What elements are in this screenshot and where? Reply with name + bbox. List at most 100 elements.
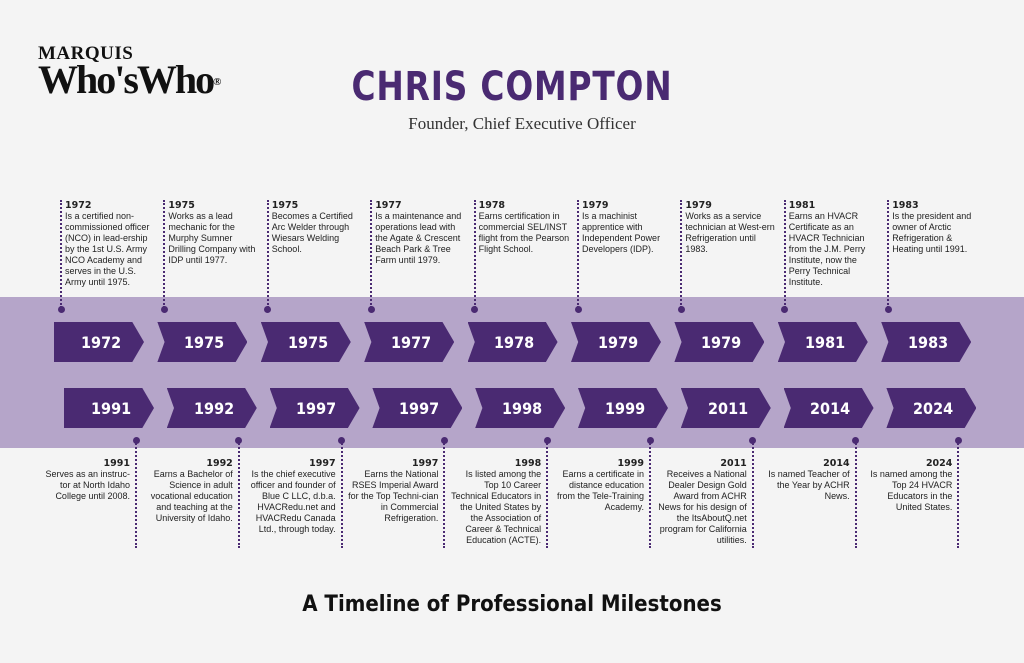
- logo-line1: MARQUIS: [38, 43, 134, 64]
- chevron-year-label: 1992: [193, 398, 234, 418]
- chevron-year-label: 2011: [707, 398, 748, 418]
- chevron-year-label: 1975: [184, 332, 225, 352]
- top-connector-dot: [367, 306, 375, 313]
- milestone-text: Works as a service technician at West-er…: [685, 211, 775, 254]
- bottom-connector-line: [957, 440, 960, 548]
- person-name: CHRIS COMPTON: [351, 64, 673, 110]
- milestone-year: 2014: [823, 458, 850, 469]
- milestone-text: Is the president and owner of Arctic Ref…: [892, 211, 972, 254]
- milestone-text: Receives a National Dealer Design Gold A…: [658, 469, 747, 545]
- milestone-year: 1997: [309, 458, 336, 469]
- top-connector-dot: [574, 306, 582, 313]
- milestone-text: Works as a lead mechanic for the Murphy …: [168, 211, 256, 265]
- bottom-connector-line: [649, 440, 651, 548]
- bottom-year-chevron: 2024: [886, 388, 977, 428]
- top-year-chevron: 1979: [571, 322, 661, 362]
- bottom-connector-line: [135, 440, 137, 548]
- milestone-year: 2011: [720, 458, 747, 469]
- top-connector-line: [577, 200, 579, 308]
- milestone-text: Earns a Bachelor of Science in adult voc…: [150, 469, 233, 523]
- chevron-year-label: 1979: [701, 332, 742, 352]
- top-connector-line: [887, 200, 890, 308]
- milestone-year: 1983: [892, 200, 919, 211]
- top-year-chevron: 1972: [54, 322, 144, 362]
- top-connector-dot: [781, 306, 789, 313]
- chevron-year-label: 1983: [907, 332, 949, 352]
- milestone-text: Is a machinist apprentice with Independe…: [582, 211, 661, 254]
- top-connector-line: [163, 200, 166, 308]
- milestone-text: Is listed among the Top 10 Career Techni…: [451, 469, 542, 545]
- milestone-year: 2024: [925, 458, 953, 469]
- chevron-year-label: 1981: [804, 332, 845, 352]
- milestone-year: 1977: [375, 200, 402, 211]
- chevron-year-label: 1977: [390, 332, 432, 352]
- milestone-year: 1975: [168, 200, 195, 211]
- top-year-chevron: 1983: [881, 322, 972, 362]
- top-year-chevron: 1975: [157, 322, 248, 362]
- milestone-text: Earns a certificate in distance educatio…: [556, 469, 644, 512]
- milestone-year: 1972: [65, 200, 92, 211]
- top-connector-dot: [264, 306, 272, 313]
- bottom-year-chevron: 1998: [475, 388, 566, 428]
- top-connector-dot: [471, 306, 479, 313]
- milestone-text: Earns the National RSES Imperial Award f…: [348, 469, 439, 523]
- bottom-year-chevron: 1999: [578, 388, 668, 428]
- footer-title: A Timeline of Professional Milestones: [302, 592, 722, 617]
- bottom-year-chevron: 2011: [680, 388, 771, 428]
- top-connector-line: [60, 200, 62, 308]
- top-year-chevron: 1979: [674, 322, 765, 362]
- milestone-year: 1999: [617, 458, 644, 469]
- milestone-text: Serves as an instruc-tor at North Idaho …: [45, 469, 130, 501]
- milestone-text: Is named Teacher of the Year by ACHR New…: [768, 469, 850, 501]
- chevron-year-label: 1991: [90, 398, 131, 418]
- registered-mark: ®: [213, 76, 222, 88]
- chevron-year-label: 1975: [287, 332, 328, 352]
- bottom-connector-line: [443, 440, 446, 548]
- top-connector-dot: [884, 306, 892, 313]
- top-connector-dot: [160, 306, 168, 313]
- chevron-year-label: 2014: [810, 398, 851, 418]
- bottom-year-chevron: 1997: [372, 388, 463, 428]
- bottom-year-chevron: 2014: [783, 388, 874, 428]
- milestone-year: 1991: [103, 458, 130, 469]
- milestone-text: Is a maintenance and operations lead wit…: [375, 211, 462, 265]
- top-connector-dot: [57, 306, 65, 313]
- bottom-year-chevron: 1997: [269, 388, 360, 428]
- milestone-text: Is named among the Top 24 HVACR Educator…: [870, 469, 953, 512]
- person-title: Founder, Chief Executive Officer: [408, 114, 636, 133]
- bottom-connector-line: [340, 440, 343, 548]
- milestone-year: 1979: [582, 200, 609, 211]
- top-year-chevron: 1975: [260, 322, 351, 362]
- top-year-chevron: 1977: [364, 322, 455, 362]
- chevron-year-label: 2024: [913, 398, 954, 418]
- milestone-text: Becomes a Certified Arc Welder through W…: [271, 211, 353, 254]
- marquis-whos-who-logo: MARQUIS Who'sWho®: [38, 43, 221, 100]
- chevron-year-label: 1972: [80, 332, 121, 352]
- top-connector-line: [680, 200, 683, 308]
- top-connector-dot: [677, 306, 685, 313]
- milestone-year: 1981: [788, 200, 816, 211]
- top-milestone-card: 1975 Works as a lead mechanic for the Mu…: [168, 200, 260, 266]
- chevron-year-label: 1999: [604, 398, 645, 418]
- milestone-year: 1975: [271, 200, 299, 211]
- chevron-year-label: 1979: [597, 332, 638, 352]
- top-year-chevron: 1981: [777, 322, 868, 362]
- bottom-connector-line: [546, 440, 549, 548]
- chevron-year-label: 1978: [494, 332, 535, 352]
- bottom-connector-line: [854, 440, 857, 548]
- milestone-year: 1992: [206, 458, 233, 469]
- milestone-year: 1998: [514, 458, 542, 469]
- chevron-year-label: 1997: [296, 398, 337, 418]
- milestone-year: 1978: [478, 200, 506, 211]
- milestone-text: Earns an HVACR Certificate as an HVACR T…: [788, 211, 866, 287]
